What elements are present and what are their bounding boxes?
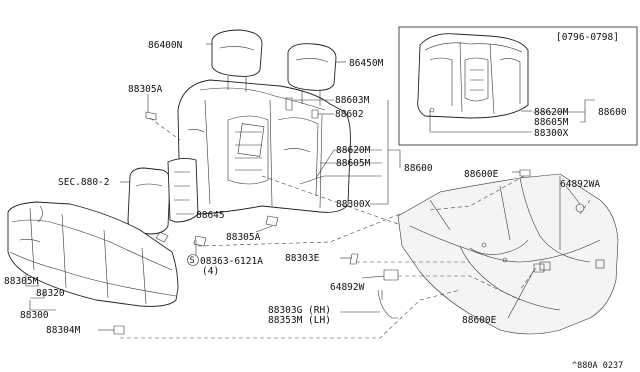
seatback-main <box>177 79 351 215</box>
label-88620m: 88620M <box>336 145 371 156</box>
label-88600e-bottom: 88600E <box>462 315 497 326</box>
label-88602: 88602 <box>335 109 364 120</box>
label-88304m: 88304M <box>46 325 81 336</box>
side-bolster <box>127 157 199 235</box>
label-inset-88620m: 88620M <box>534 107 569 118</box>
label-88303e: 88303E <box>285 253 320 264</box>
label-88600: 88600 <box>404 163 433 174</box>
label-88645: 88645 <box>196 210 225 221</box>
seat-cushion <box>7 201 179 307</box>
label-88353m-lh: 88353M (LH) <box>268 315 331 326</box>
label-88603m: 88603M <box>335 95 370 106</box>
diagram-code: ^880A 0237 <box>572 361 623 371</box>
inset-frame <box>398 26 638 146</box>
label-inset-88600: 88600 <box>598 107 627 118</box>
label-88303g-rh: 88303G (RH) <box>268 305 331 316</box>
label-88305m: 88305M <box>4 276 39 287</box>
label-inset-88605m: 88605M <box>534 117 569 128</box>
headrest-right <box>287 43 337 106</box>
circled-s-symbol: S <box>190 256 195 266</box>
label-64892wa: 64892WA <box>560 179 600 190</box>
label-64892w: 64892W <box>330 282 365 293</box>
label-88320: 88320 <box>36 288 65 299</box>
screw-spec: S 08363-6121A (4) <box>187 254 263 277</box>
label-inset-88300x: 88300X <box>534 128 569 139</box>
leader-lines <box>25 43 581 331</box>
label-86450m: 86450M <box>349 58 384 69</box>
label-88605m: 88605M <box>336 158 371 169</box>
label-88300x: 88300X <box>336 199 371 210</box>
dashed-lines <box>120 117 591 339</box>
headrest-left <box>211 29 263 92</box>
label-88600e-top: 88600E <box>464 169 499 180</box>
label-08363-6121a: 08363-6121A <box>200 256 263 267</box>
inset-leaders <box>429 99 595 133</box>
inset-seatback <box>417 33 529 119</box>
label-88305a-lower: 88305A <box>226 232 261 243</box>
label-screw-qty: (4) <box>202 266 219 277</box>
label-88300: 88300 <box>20 310 49 321</box>
label-88305a-upper: 88305A <box>128 84 163 95</box>
label-86400n: 86400N <box>148 40 183 51</box>
floor-panel <box>397 173 619 335</box>
label-sec-880-2: SEC.880-2 <box>58 177 109 188</box>
label-inset-date-range: [0796-0798] <box>556 32 619 43</box>
inset-panel <box>398 26 638 146</box>
